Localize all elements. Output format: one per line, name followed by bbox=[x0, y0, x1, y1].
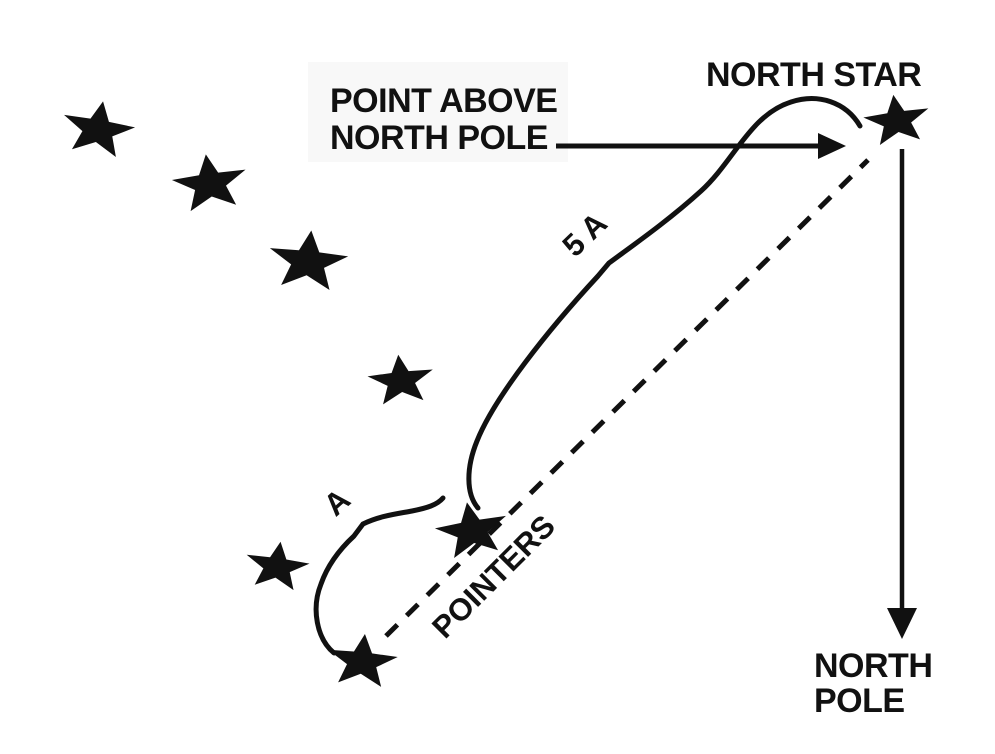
small-brace-label: A bbox=[317, 482, 357, 523]
dashed-pointer-line bbox=[384, 158, 870, 638]
north-star-label: NORTH STAR bbox=[706, 56, 921, 94]
large-distance-brace bbox=[466, 96, 863, 511]
north-pole-arrow bbox=[887, 149, 917, 639]
dipper-handle-star-3 bbox=[266, 226, 351, 292]
point-above-label-line1: POINT ABOVE bbox=[330, 82, 558, 120]
small-distance-brace bbox=[313, 495, 446, 656]
dipper-handle-star-1 bbox=[58, 95, 139, 160]
dipper-bowl-star-left bbox=[242, 537, 312, 592]
dipper-handle-star-2 bbox=[169, 149, 251, 214]
large-brace-label: 5 A bbox=[556, 206, 614, 264]
north-pole-label-line2: POLE bbox=[814, 682, 905, 720]
north-pole-label-line1: NORTH bbox=[814, 647, 932, 685]
north-star bbox=[860, 90, 933, 147]
pointer-star-lower bbox=[324, 630, 400, 689]
scan-artifact-box bbox=[308, 62, 568, 162]
point-above-label-line2: NORTH POLE bbox=[330, 119, 548, 157]
point-above-arrowhead-icon bbox=[818, 133, 846, 159]
point-above-arrow bbox=[556, 133, 846, 159]
north-pole-arrowhead-icon bbox=[887, 608, 917, 639]
dipper-bowl-star-top bbox=[365, 351, 436, 406]
